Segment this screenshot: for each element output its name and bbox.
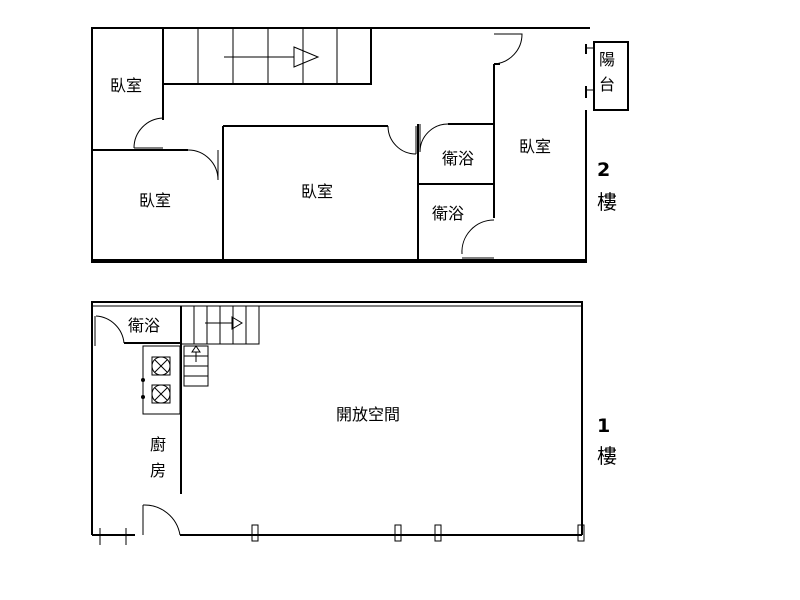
stair-arrow-icon — [293, 46, 320, 68]
room-label-bedroom-top-left: 臥室 — [110, 76, 142, 95]
room-label-kitchen-1: 廚 — [150, 435, 166, 454]
floor-2-labels: 臥室 臥室 臥室 臥室 衛浴 衛浴 陽 台 2 樓 — [110, 50, 617, 223]
room-label-bath-lower: 衛浴 — [432, 204, 464, 223]
floor-1-labels: 衛浴 開放空間 廚 房 1 樓 — [128, 316, 617, 480]
floor-2-doors — [133, 33, 523, 259]
room-label-bedroom-lower-left: 臥室 — [139, 191, 171, 210]
room-label-bedroom-center: 臥室 — [301, 182, 333, 201]
door-bedroom-lower-left — [187, 149, 219, 181]
room-label-bath-upper: 衛浴 — [442, 149, 474, 168]
staircase-floor-2 — [162, 27, 372, 85]
door-bedroom-center — [387, 125, 417, 155]
door-bathroom-floor-1 — [95, 315, 125, 344]
floor-label-word-1: 樓 — [597, 444, 617, 468]
stove-icon — [141, 345, 181, 415]
door-bedroom-top-left — [133, 117, 164, 149]
stair-arrow-icon — [231, 316, 243, 330]
door-front-entrance — [142, 504, 181, 536]
floor-1-window-posts — [99, 524, 585, 545]
floor-label-number-1: 1 — [597, 415, 610, 437]
room-label-balcony-1: 陽 — [599, 50, 615, 69]
floor-1-doors — [94, 315, 181, 536]
balcony — [585, 41, 629, 111]
room-label-open-space: 開放空間 — [336, 405, 400, 424]
floor-2-plan: 臥室 臥室 臥室 臥室 衛浴 衛浴 陽 台 2 樓 — [91, 27, 629, 263]
room-label-bedroom-right: 臥室 — [519, 137, 551, 156]
door-bath-upper — [419, 123, 449, 153]
door-bath-lower — [461, 219, 495, 255]
staircase-floor-1 — [180, 305, 260, 387]
floor-1-plan: 衛浴 開放空間 廚 房 1 樓 — [91, 301, 617, 545]
room-label-balcony-2: 台 — [599, 75, 615, 94]
floor-2-interior-walls — [92, 28, 500, 262]
floor-label-number-2: 2 — [597, 159, 610, 181]
stair-up-arrow-icon — [191, 345, 201, 353]
floor-2-outer-walls — [91, 27, 590, 263]
room-label-kitchen-2: 房 — [150, 461, 166, 480]
door-bedroom-right — [493, 33, 523, 65]
floor-1-outer-walls — [91, 301, 583, 536]
floor-label-word-2: 樓 — [597, 190, 617, 214]
room-label-bath-floor-1: 衛浴 — [128, 316, 160, 335]
